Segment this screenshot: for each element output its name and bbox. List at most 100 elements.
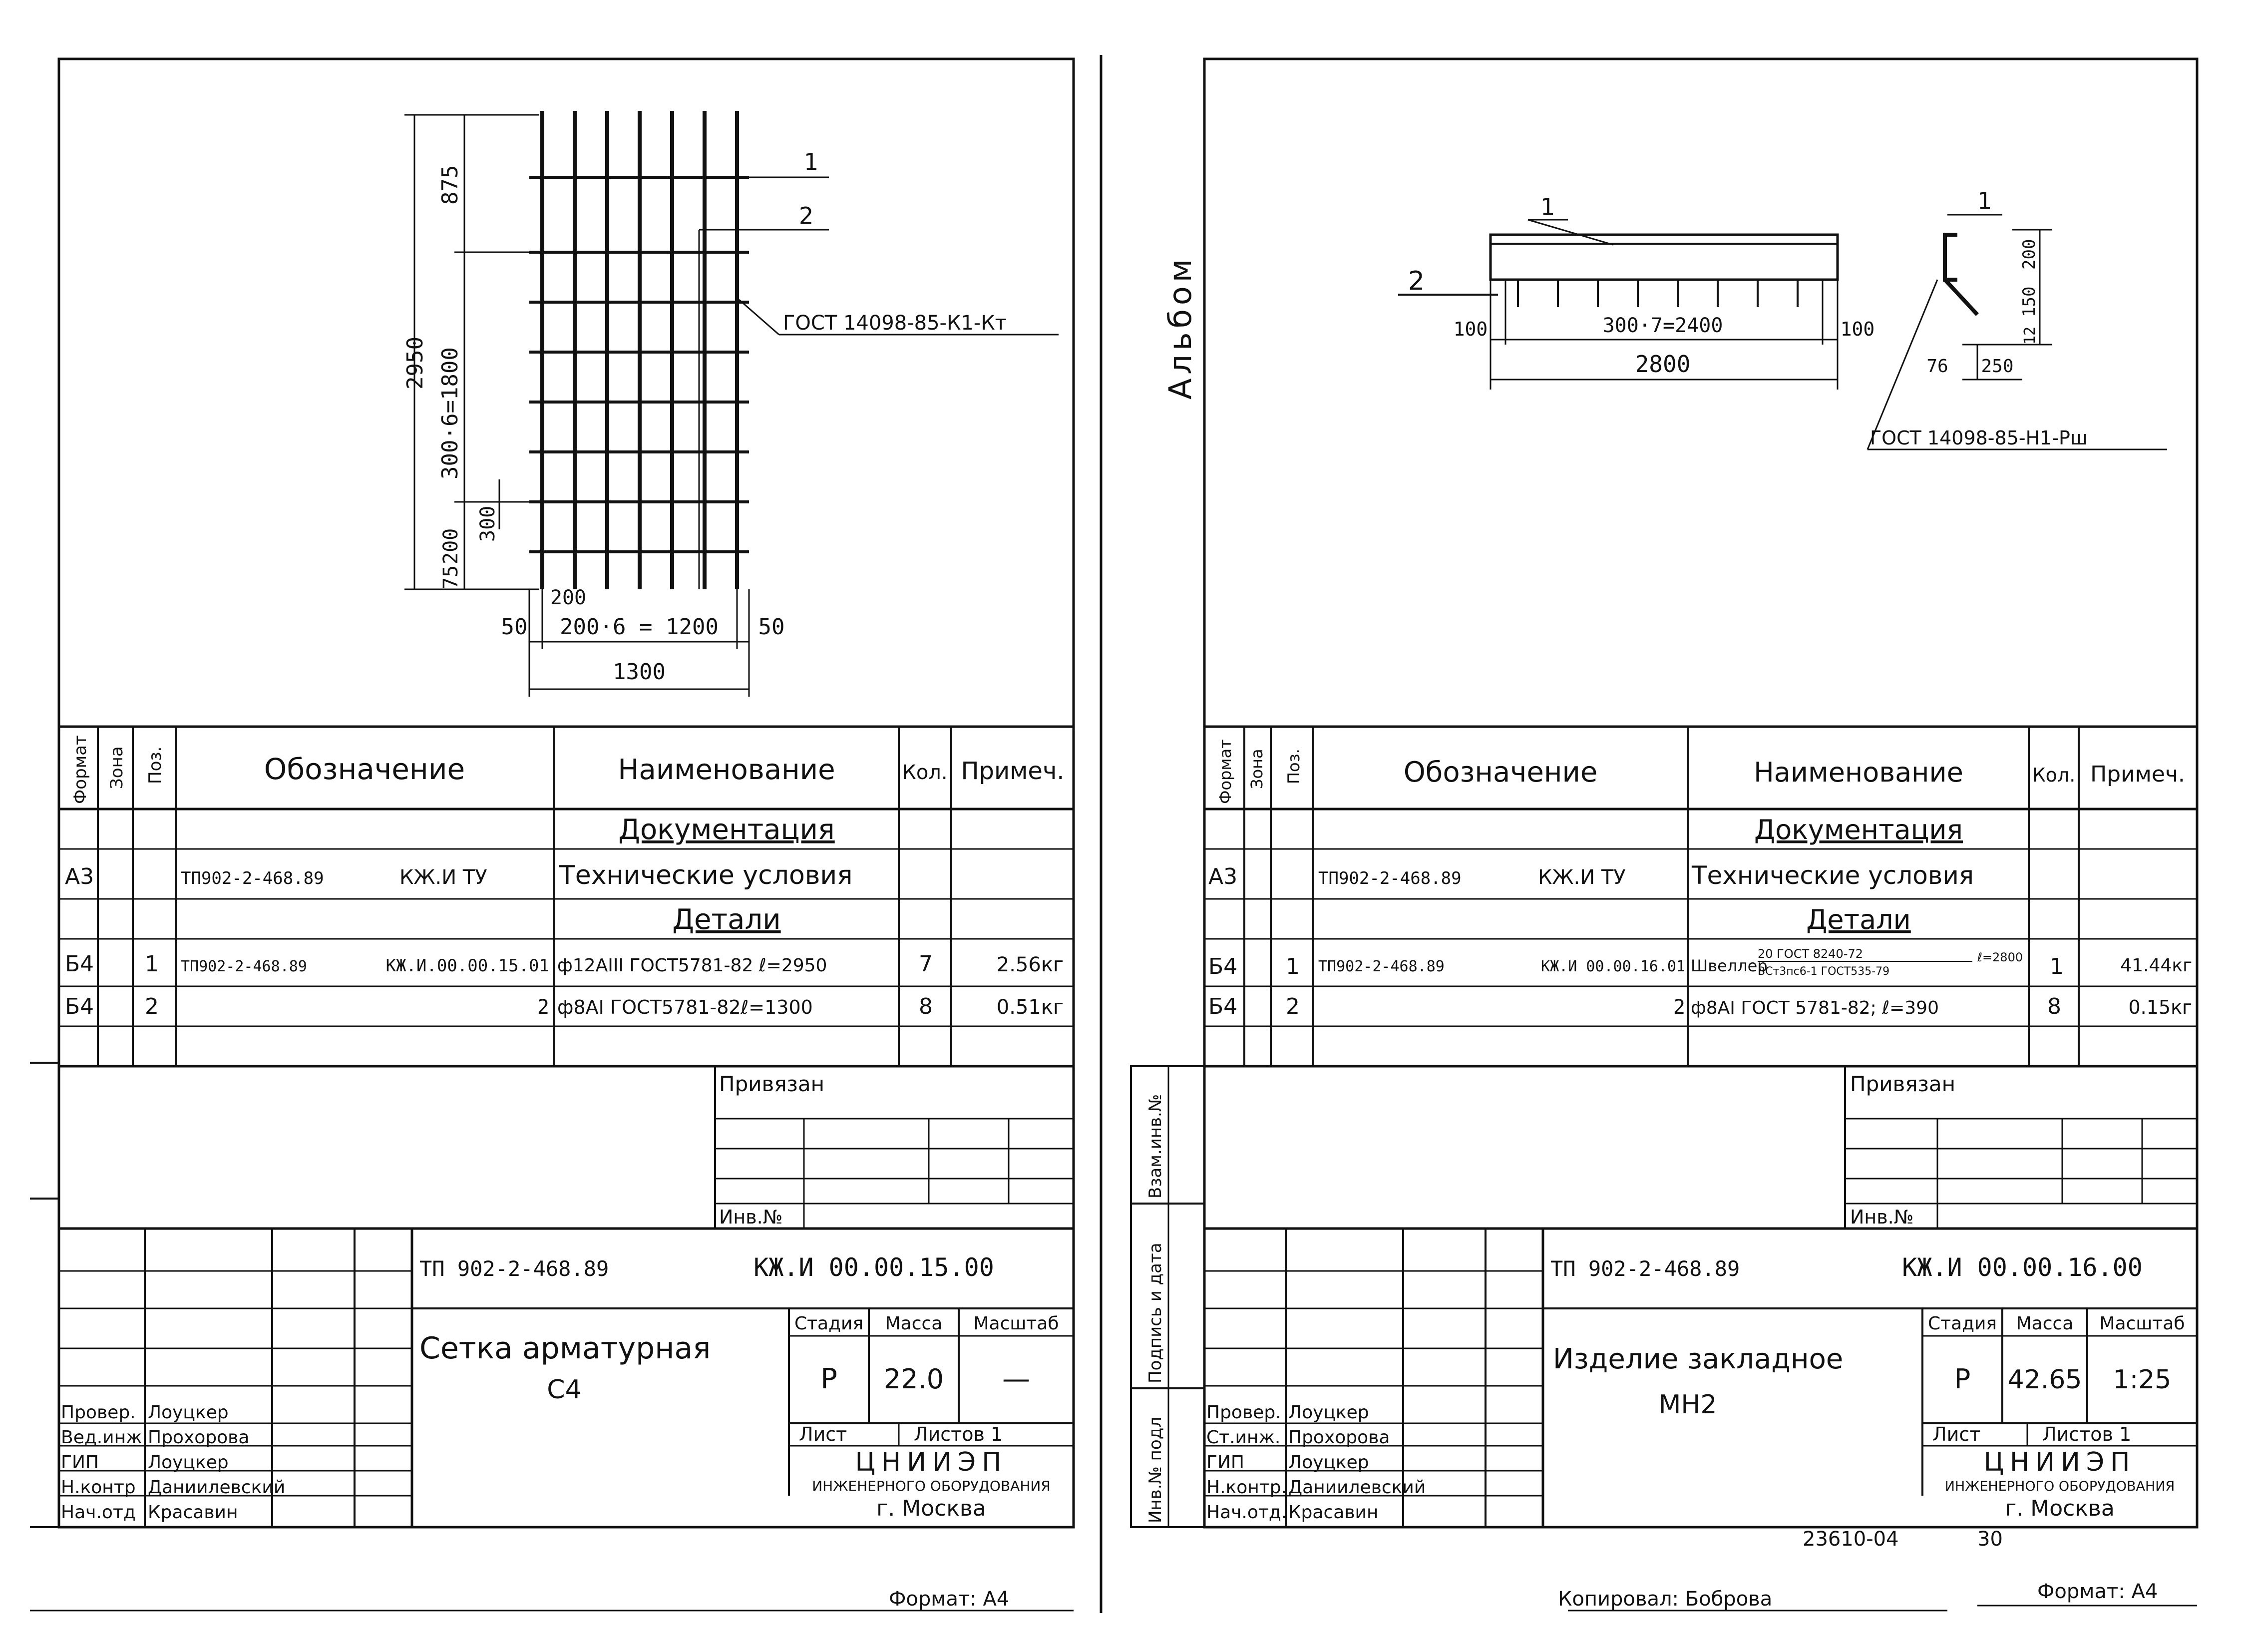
callout-2: 2 [1408,266,1425,296]
bound-label: Привязан [719,1072,824,1096]
project-code: ТП 902-2-468.89 [1550,1256,1740,1281]
dim-edge-right: 50 [758,614,785,640]
project-code: ТП 902-2-468.89 [419,1256,609,1281]
row-designation-code: 2 [1673,996,1685,1019]
dim-width-step: 200 [550,586,586,609]
header-designation: Обозначение [264,752,465,786]
sheets-label: Листов 1 [2042,1423,2131,1445]
page-code: 23610-04 [1803,1528,1899,1551]
row-qty: 8 [919,994,933,1019]
dim-total-height: 2950 [402,337,428,390]
sheet-title: Изделие закладное [1553,1343,1843,1375]
row-pos: 2 [1286,994,1300,1019]
row-note: 41.44кг [2120,955,2192,976]
signature-name: Прохорова [148,1427,249,1448]
dim-width-middle: 200·6 = 1200 [560,614,719,640]
stage-label: Стадия [1928,1313,1997,1334]
header-zone: Зона [1247,749,1266,789]
page-number: 30 [1977,1528,2003,1551]
row-name-suffix: ℓ=2800 [1977,950,2023,964]
signature-name: Даниилевский [1288,1477,1426,1498]
docs-name: Технические условия [1691,861,1974,890]
table-row: Б4 2 2 ф8АI ГОСТ 5781-82; ℓ=390 8 0.15кг [1208,994,2192,1019]
dim-middle: 300·7=2400 [1603,314,1723,337]
section-docs: Документация [618,814,834,846]
docs-designation-code: КЖ.И ТУ [1538,866,1626,889]
mass-value: 22.0 [884,1363,944,1395]
section-dim-e: 250 [1981,356,2013,377]
org-city: г. Москва [2005,1496,2115,1521]
doc-code: КЖ.И 00.00.15.00 [753,1253,994,1282]
callout-1: 1 [804,148,818,175]
docs-designation-code: КЖ.И ТУ [399,866,487,889]
callout-1: 1 [1540,193,1555,220]
dim-bottom: 200 [439,528,462,564]
header-name: Наименование [618,754,835,786]
header-note: Примеч. [2090,762,2185,787]
doc-code: КЖ.И 00.00.16.00 [1902,1253,2143,1282]
row-designation-code: 2 [537,996,549,1019]
signature-role: Провер. [61,1402,136,1423]
binding-block: Привязан Инв.№ [1844,1065,2198,1230]
sheet-title: Сетка арматурная [419,1331,711,1366]
section-dim-b: 150 [2019,287,2039,317]
docs-format: А3 [65,864,94,889]
signature-role: Вед.инж [61,1427,142,1448]
sheet-title-mark: МН2 [1658,1390,1717,1420]
section-dim-c: 12 [2021,327,2039,345]
section-details: Детали [1806,904,1911,935]
gost-leader [739,299,779,336]
row-qty: 7 [919,951,933,977]
row-name: Швеллер [1691,956,1768,975]
callout-leader-1 [1527,219,1613,246]
sheet-title-mark: С4 [547,1375,581,1405]
signature-role: ГИП [61,1452,99,1473]
header-name: Наименование [1754,757,1963,788]
spec-table: Формат Зона Поз. Обозначение Наименовани… [1204,725,2197,1068]
mass-value: 42.65 [2008,1365,2082,1395]
signature-name: Лоуцкер [148,1452,229,1473]
gost-note: ГОСТ 14098-85-Н1-Рш [1870,427,2088,449]
sheet-label: Лист [1932,1423,1980,1445]
dim-middle: 300·6=1800 [437,347,463,479]
signature-name: Даниилевский [148,1477,285,1498]
mesh-longitudinal-bars [540,111,739,589]
sign-date-label: Подпись и дата [1145,1242,1165,1383]
section-stud [1943,278,1979,316]
dim-end: 75 [439,565,462,589]
mass-label: Масса [2016,1313,2074,1334]
anchor-studs [1517,280,1799,307]
row-name: ф8АI ГОСТ5781-82ℓ=1300 [557,996,813,1018]
gost-note: ГОСТ 14098-85-К1-Кт [783,312,1007,335]
side-strip: Взам.инв.№ Подпись и дата Инв.№ подл [1130,1065,1205,1528]
row-name-fraction-top: 20 ГОСТ 8240-72 [1758,947,1863,961]
channel-section [1943,233,1957,282]
stage-label: Стадия [794,1313,863,1334]
format-note: Формат: А4 [2037,1580,2158,1603]
signature-name: Красавин [148,1502,238,1523]
bound-label: Привязан [1850,1072,1955,1096]
header-pos: Поз. [145,747,165,784]
signature-role: Н.контр [61,1477,136,1498]
signature-role: ГИП [1206,1452,1244,1473]
row-qty: 8 [2047,994,2061,1019]
row-pos: 1 [1286,954,1300,979]
signature-name: Лоуцкер [1288,1452,1369,1473]
table-row: Б4 1 ТП902-2-468.89 КЖ.И.00.00.15.01 ф12… [65,951,1064,977]
right-sheet: Альбом 2 1 100 300·7=2400 100 2800 [1130,57,2199,1612]
org-name: ЦНИИЭП [855,1447,1008,1477]
header-qty: Кол. [902,761,947,784]
section-dim-d: 76 [1926,356,1948,377]
org-subtitle: ИНЖЕНЕРНОГО ОБОРУДОВАНИЯ [1945,1479,2175,1494]
signature-name: Лоуцкер [148,1402,229,1423]
dim-edge-left: 50 [501,614,528,640]
docs-name: Технические условия [559,860,853,890]
row-format: Б4 [1208,994,1237,1019]
left-frame [57,57,1075,1529]
table-row: Б4 2 2 ф8АI ГОСТ5781-82ℓ=1300 8 0.51кг [65,994,1064,1019]
signature-role: Ст.инж. [1206,1427,1280,1448]
inv-label: Инв.№ [1850,1206,1913,1228]
row-designation-code: КЖ.И 00.00.16.01 [1541,958,1685,975]
signature-role: Нач.отд. [1206,1502,1287,1523]
